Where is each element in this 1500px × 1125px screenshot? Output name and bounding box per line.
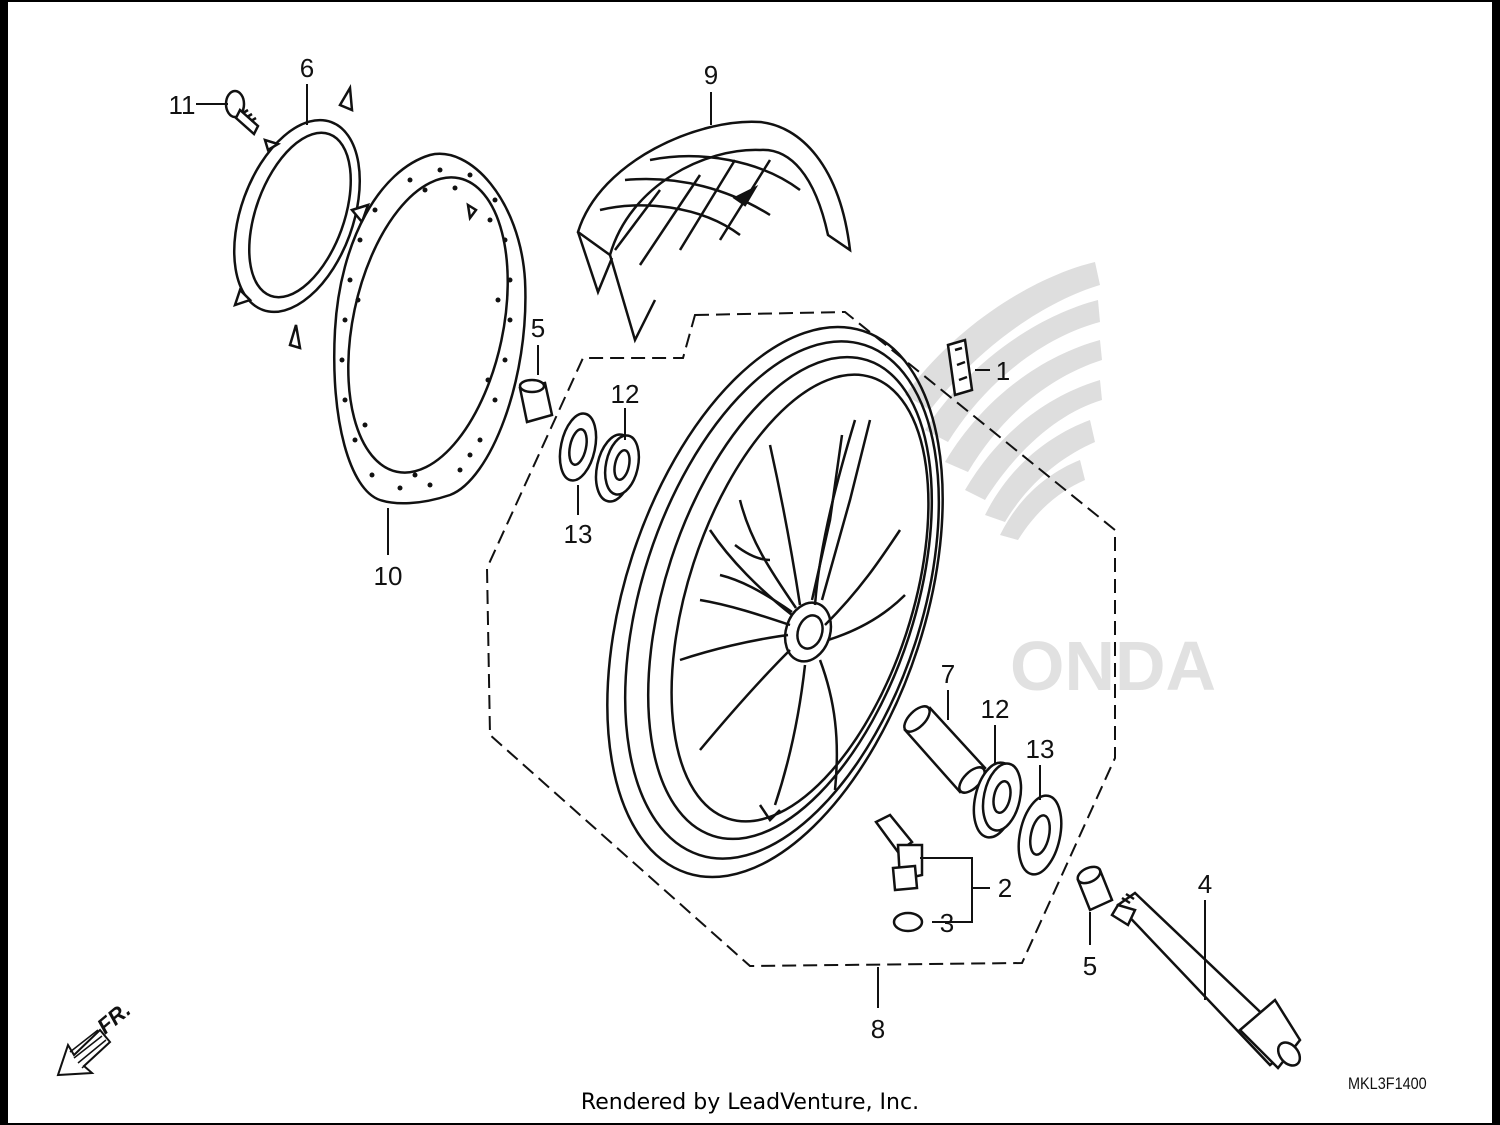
tire <box>576 120 852 344</box>
diagram-code: MKL3F1400 <box>1348 1074 1427 1093</box>
callout-7: 7 <box>941 659 955 689</box>
honda-wing-watermark: ONDA <box>905 262 1216 705</box>
tire-valve <box>874 813 924 892</box>
front-direction-arrow-icon: FR. <box>56 997 135 1077</box>
bolt <box>224 89 260 137</box>
bearing-lower <box>972 761 1023 839</box>
leader-lines <box>196 84 1206 1008</box>
balance-weight <box>946 338 974 397</box>
svg-text:ONDA: ONDA <box>1010 627 1216 705</box>
dust-seal-upper <box>558 412 598 482</box>
wheel-rim <box>606 325 944 879</box>
callout-13-upper: 13 <box>564 519 593 549</box>
disc-adapter-ring <box>232 84 371 350</box>
callout-12-upper: 12 <box>611 379 640 409</box>
brake-disc <box>333 152 527 505</box>
callout-10: 10 <box>374 561 403 591</box>
callout-11: 11 <box>169 90 196 120</box>
side-collar-lower <box>1076 865 1114 912</box>
front-axle <box>1110 891 1302 1070</box>
callout-1: 1 <box>996 356 1010 386</box>
valve-o-ring <box>892 911 924 933</box>
distance-collar <box>903 705 987 794</box>
assembly-dashed-outline <box>485 310 1116 968</box>
callout-8: 8 <box>871 1014 885 1044</box>
callout-13-lower: 13 <box>1026 734 1055 764</box>
callout-2: 2 <box>998 873 1012 903</box>
footer-credit: Rendered by LeadVenture, Inc. <box>580 1090 920 1115</box>
dust-seal-lower <box>1017 794 1063 876</box>
callout-5-upper: 5 <box>531 313 545 343</box>
callout-9: 9 <box>704 60 718 90</box>
callout-4: 4 <box>1198 869 1212 899</box>
side-collar-upper <box>518 378 554 424</box>
callout-3: 3 <box>940 908 954 938</box>
callout-5-lower: 5 <box>1083 951 1097 981</box>
callout-12-lower: 12 <box>981 694 1010 724</box>
callout-6: 6 <box>300 53 314 83</box>
bearing-upper <box>594 433 641 503</box>
